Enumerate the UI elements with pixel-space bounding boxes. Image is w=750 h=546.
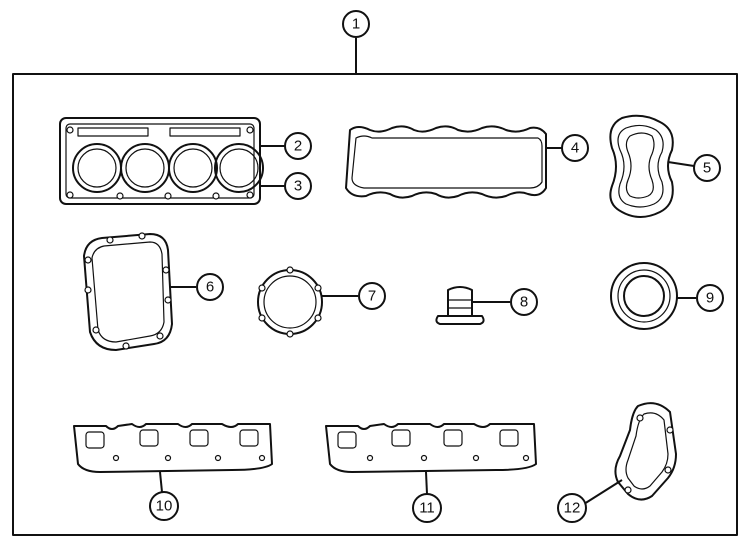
svg-text:5: 5 xyxy=(703,160,711,177)
exhaust-manifold-gasket-left xyxy=(73,423,273,473)
callout-2: 2 xyxy=(284,132,312,160)
callout-4: 4 xyxy=(561,134,589,162)
timing-cover-gasket xyxy=(83,232,173,351)
svg-text:9: 9 xyxy=(706,290,714,307)
callout-1: 1 xyxy=(342,10,370,38)
callout-11: 11 xyxy=(412,493,442,523)
svg-text:11: 11 xyxy=(419,500,435,517)
water-pump-gasket xyxy=(257,266,323,338)
svg-text:6: 6 xyxy=(206,279,214,296)
callout-5: 5 xyxy=(693,154,721,182)
intake-plenum-gasket xyxy=(609,114,674,218)
svg-text:12: 12 xyxy=(564,500,581,517)
svg-text:8: 8 xyxy=(520,294,528,311)
kit-frame xyxy=(12,73,738,536)
svg-text:4: 4 xyxy=(571,140,579,157)
callout-7: 7 xyxy=(358,282,386,310)
exhaust-manifold-gasket-right xyxy=(325,423,537,473)
valve-stem-seal xyxy=(435,286,485,325)
callout-3: 3 xyxy=(284,172,312,200)
callout-9: 9 xyxy=(696,284,724,312)
svg-text:10: 10 xyxy=(156,498,173,515)
callout-10: 10 xyxy=(149,491,179,521)
crankshaft-seal xyxy=(610,262,678,330)
head-gasket xyxy=(59,117,264,205)
callout-12: 12 xyxy=(557,493,587,523)
valve-cover-gasket xyxy=(345,125,547,199)
intake-manifold-gasket xyxy=(614,402,677,501)
svg-text:1: 1 xyxy=(352,16,360,33)
callout-8: 8 xyxy=(510,288,538,316)
svg-text:2: 2 xyxy=(294,138,302,155)
callout-6: 6 xyxy=(196,273,224,301)
svg-text:3: 3 xyxy=(294,178,302,195)
svg-text:7: 7 xyxy=(368,288,376,305)
